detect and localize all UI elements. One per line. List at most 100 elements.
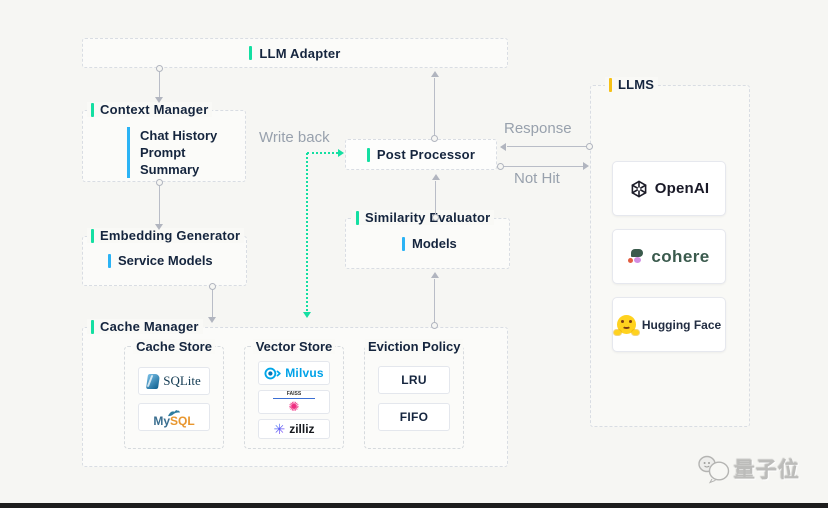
- write-back-label: Write back: [259, 129, 330, 146]
- green-accent-bar: [91, 228, 94, 243]
- eviction-policy-label: Eviction Policy: [365, 339, 464, 354]
- cache-manager-node: Cache Manager Cache Store SQLite MySQL: [82, 319, 508, 467]
- response-label: Response: [504, 120, 572, 137]
- context-manager-label: Context Manager: [100, 102, 209, 117]
- connector-dot: [431, 135, 438, 142]
- blue-accent-bar: [108, 253, 111, 268]
- arrow-adapter-to-context: [159, 72, 160, 97]
- sqlite-card: SQLite: [138, 367, 210, 395]
- faiss-card: FAISS ✺: [258, 390, 330, 414]
- arrowhead-down-icon: [155, 224, 163, 230]
- connector-dot: [432, 214, 439, 221]
- cache-store-label: Cache Store: [133, 339, 215, 354]
- mysql-label: MySQL: [153, 413, 195, 428]
- hugging-face-label: Hugging Face: [641, 317, 722, 332]
- arrow-cache-to-similarity: [434, 279, 435, 323]
- writeback-line-vertical: [306, 153, 308, 311]
- similarity-evaluator-label: Similarity Evaluator: [365, 210, 491, 225]
- zilliz-star-icon: ✳: [273, 421, 286, 437]
- dolphin-icon: [168, 409, 180, 416]
- green-accent-bar: [91, 319, 94, 334]
- similarity-evaluator-node: Similarity Evaluator Models: [345, 210, 510, 269]
- context-item-summary: Summary: [140, 162, 200, 177]
- zilliz-card: ✳ zilliz: [258, 419, 330, 439]
- vector-store-label: Vector Store: [252, 339, 336, 354]
- milvus-label: Milvus: [285, 366, 324, 380]
- llms-node: LLMS OpenAI cohere: [590, 77, 750, 427]
- milvus-card: Milvus: [258, 361, 330, 385]
- mysql-label-my: My: [153, 413, 170, 428]
- connector-dot: [497, 163, 504, 170]
- faiss-subline: [273, 398, 315, 399]
- sqlite-label: SQLite: [163, 373, 201, 388]
- llm-adapter-label: LLM Adapter: [259, 45, 341, 61]
- context-item-chat-history: Chat History: [140, 128, 218, 143]
- arrowhead-up-icon: [431, 272, 439, 278]
- arrowhead-right-icon: [583, 162, 589, 170]
- connector-dot: [156, 179, 163, 186]
- post-processor-label: Post Processor: [376, 147, 476, 162]
- cohere-card: cohere: [612, 229, 726, 284]
- connector-dot: [209, 283, 216, 290]
- qbitai-logo-icon: [698, 455, 730, 484]
- openai-card: OpenAI: [612, 161, 726, 216]
- qbitai-watermark: 量子位: [697, 454, 800, 484]
- yellow-accent-bar: [609, 77, 612, 92]
- arrow-context-to-embedding: [159, 186, 160, 224]
- arrow-postprocessor-to-adapter: [434, 78, 435, 135]
- blue-accent-bar: [402, 236, 405, 251]
- arrowhead-left-icon: [500, 143, 506, 151]
- fifo-label: FIFO: [399, 410, 429, 424]
- writeback-arrowhead-down-icon: [303, 312, 311, 318]
- arrowhead-up-icon: [431, 71, 439, 77]
- arrow-not-hit: [504, 166, 583, 167]
- arrowhead-down-icon: [155, 97, 163, 103]
- cohere-icon: [628, 249, 645, 264]
- arrow-embedding-to-cache: [212, 290, 213, 317]
- connector-dot: [156, 65, 163, 72]
- openai-icon: [631, 180, 647, 197]
- eviction-policy-group: Eviction Policy LRU FIFO: [364, 339, 464, 449]
- lru-card: LRU: [378, 366, 450, 394]
- fifo-card: FIFO: [378, 403, 450, 431]
- qbitai-watermark-text: 量子位: [734, 459, 800, 482]
- mysql-label-sql: SQL: [170, 413, 195, 428]
- service-models-label: Service Models: [118, 253, 213, 268]
- post-processor-node: Post Processor: [345, 139, 497, 170]
- models-label: Models: [412, 236, 457, 251]
- arrow-response: [507, 146, 587, 147]
- cache-store-group: Cache Store SQLite MySQL: [124, 339, 224, 449]
- not-hit-label: Not Hit: [514, 170, 560, 187]
- hugging-face-icon: [613, 315, 639, 335]
- lru-label: LRU: [401, 373, 427, 387]
- green-accent-bar: [91, 102, 94, 117]
- zilliz-label: zilliz: [289, 422, 315, 436]
- context-manager-items: Chat History Prompt Summary: [127, 127, 245, 178]
- milvus-eye-icon: [264, 367, 281, 379]
- openai-label: OpenAI: [654, 180, 710, 197]
- green-accent-bar: [249, 46, 253, 60]
- arrowhead-up-icon: [432, 174, 440, 180]
- mysql-card: MySQL: [138, 403, 210, 431]
- context-item-prompt: Prompt: [140, 145, 186, 160]
- cohere-label: cohere: [651, 246, 710, 266]
- green-accent-bar: [356, 210, 359, 225]
- connector-dot: [586, 143, 593, 150]
- writeback-arrowhead-right-icon: [338, 149, 344, 157]
- arrow-similarity-to-postprocessor: [435, 181, 436, 215]
- context-manager-node: Context Manager Chat History Prompt Summ…: [82, 102, 246, 182]
- llms-label: LLMS: [618, 77, 655, 92]
- faiss-starburst-icon: ✺: [288, 399, 300, 414]
- hugging-face-card: Hugging Face: [612, 297, 726, 352]
- green-accent-bar: [366, 147, 370, 162]
- sqlite-icon: [146, 373, 161, 389]
- faiss-label: FAISS: [286, 391, 302, 397]
- connector-dot: [431, 322, 438, 329]
- arrowhead-down-icon: [208, 317, 216, 323]
- writeback-line-horizontal: [307, 152, 338, 154]
- embedding-generator-node: Embedding Generator Service Models: [82, 228, 247, 286]
- cache-manager-label: Cache Manager: [100, 319, 199, 334]
- embedding-generator-label: Embedding Generator: [100, 228, 241, 243]
- vector-store-group: Vector Store Milvus FAISS ✺ ✳ zil: [244, 339, 344, 449]
